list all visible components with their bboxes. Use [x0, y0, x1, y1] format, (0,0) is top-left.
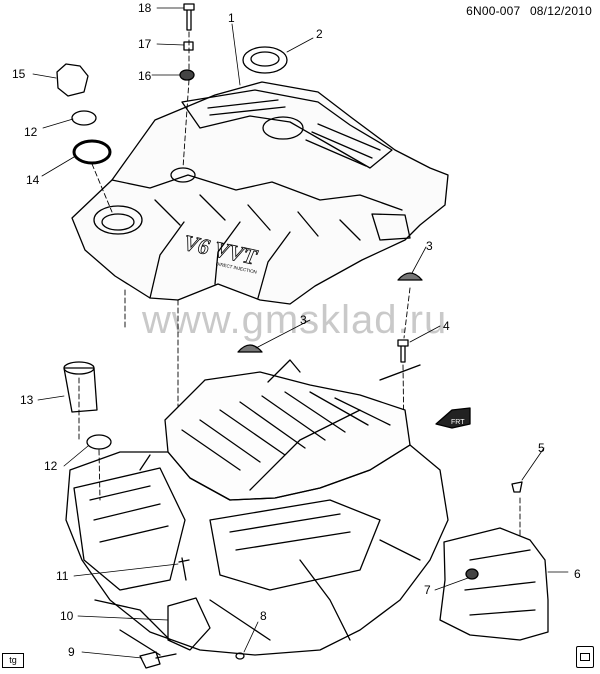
oil-fill-opening: [93, 205, 143, 235]
callout-8: 8: [260, 609, 267, 623]
callout-3-lower: 3: [300, 313, 307, 327]
grommet-16: [179, 69, 195, 81]
insulator-lower: [237, 344, 263, 353]
front-arrow-icon: [435, 407, 471, 429]
oil-fill-cap: [56, 63, 89, 97]
cylinder-head-right: [209, 499, 381, 591]
oil-fill-opening-inner: [101, 213, 135, 231]
callout-9: 9: [68, 645, 75, 659]
bolt-18: [183, 3, 195, 31]
watermark: www.gmsklad.ru: [142, 298, 448, 342]
bracket-10: [167, 597, 211, 651]
diagram-id: 6N00-007: [466, 4, 521, 18]
explode-lines: [78, 31, 521, 541]
callout-14: 14: [26, 173, 40, 187]
intake-runners: [181, 391, 391, 491]
oil-fill-tube-top: [63, 361, 95, 375]
oil-fill-tube-seal: [72, 139, 112, 165]
engine-block: [65, 444, 449, 656]
spacer-17: [183, 41, 194, 51]
cover-emblem-seat: [262, 116, 304, 140]
callout-7: 7: [424, 583, 431, 597]
nut-8: [235, 652, 245, 660]
callout-3-upper: 3: [426, 239, 433, 253]
fastener-5: [511, 481, 523, 493]
engine-cover: [71, 81, 449, 305]
bolt-4: [397, 339, 409, 363]
callout-6: 6: [574, 567, 581, 581]
tg-badge: tg: [2, 653, 24, 668]
callout-17: 17: [138, 37, 152, 51]
callout-12-upper: 12: [24, 125, 38, 139]
diagram-header: 6N00-007 08/12/2010: [460, 4, 592, 18]
front-arrow-label: FRT: [451, 419, 465, 426]
oil-fill-tube-lower-seal: [86, 434, 112, 450]
callout-4: 4: [443, 319, 450, 333]
stud-11: [178, 557, 190, 581]
oil-fill-tube: [63, 367, 98, 413]
manual-icon: [576, 646, 594, 668]
cover-right-tab: [371, 213, 411, 241]
fastener-7: [465, 568, 479, 580]
insulator-upper: [397, 272, 423, 281]
cover-grooves: [154, 194, 361, 241]
callout-11: 11: [56, 569, 69, 583]
bolt-9: [139, 651, 177, 669]
callout-2: 2: [316, 27, 323, 41]
callout-15: 15: [12, 67, 26, 81]
emblem-inner: [250, 51, 280, 67]
oil-cap-seal: [71, 110, 97, 126]
callout-18: 18: [138, 1, 152, 15]
callout-16: 16: [138, 69, 152, 83]
callout-10: 10: [60, 609, 74, 623]
engine-detail: [94, 359, 421, 656]
side-cover: [439, 527, 549, 641]
cover-top-ridge: [181, 89, 393, 169]
leader-lines: [32, 7, 569, 659]
callout-1: 1: [228, 11, 235, 25]
cover-ridge-lines: [207, 99, 381, 167]
emblem: [242, 46, 288, 74]
callout-12-lower: 12: [44, 459, 58, 473]
callout-13: 13: [20, 393, 34, 407]
side-cover-ribs: [464, 549, 536, 616]
cylinder-head-left: [73, 467, 186, 591]
callout-5: 5: [538, 441, 545, 455]
cover-front-edge: [111, 174, 403, 299]
diagram-date: 08/12/2010: [529, 4, 592, 18]
